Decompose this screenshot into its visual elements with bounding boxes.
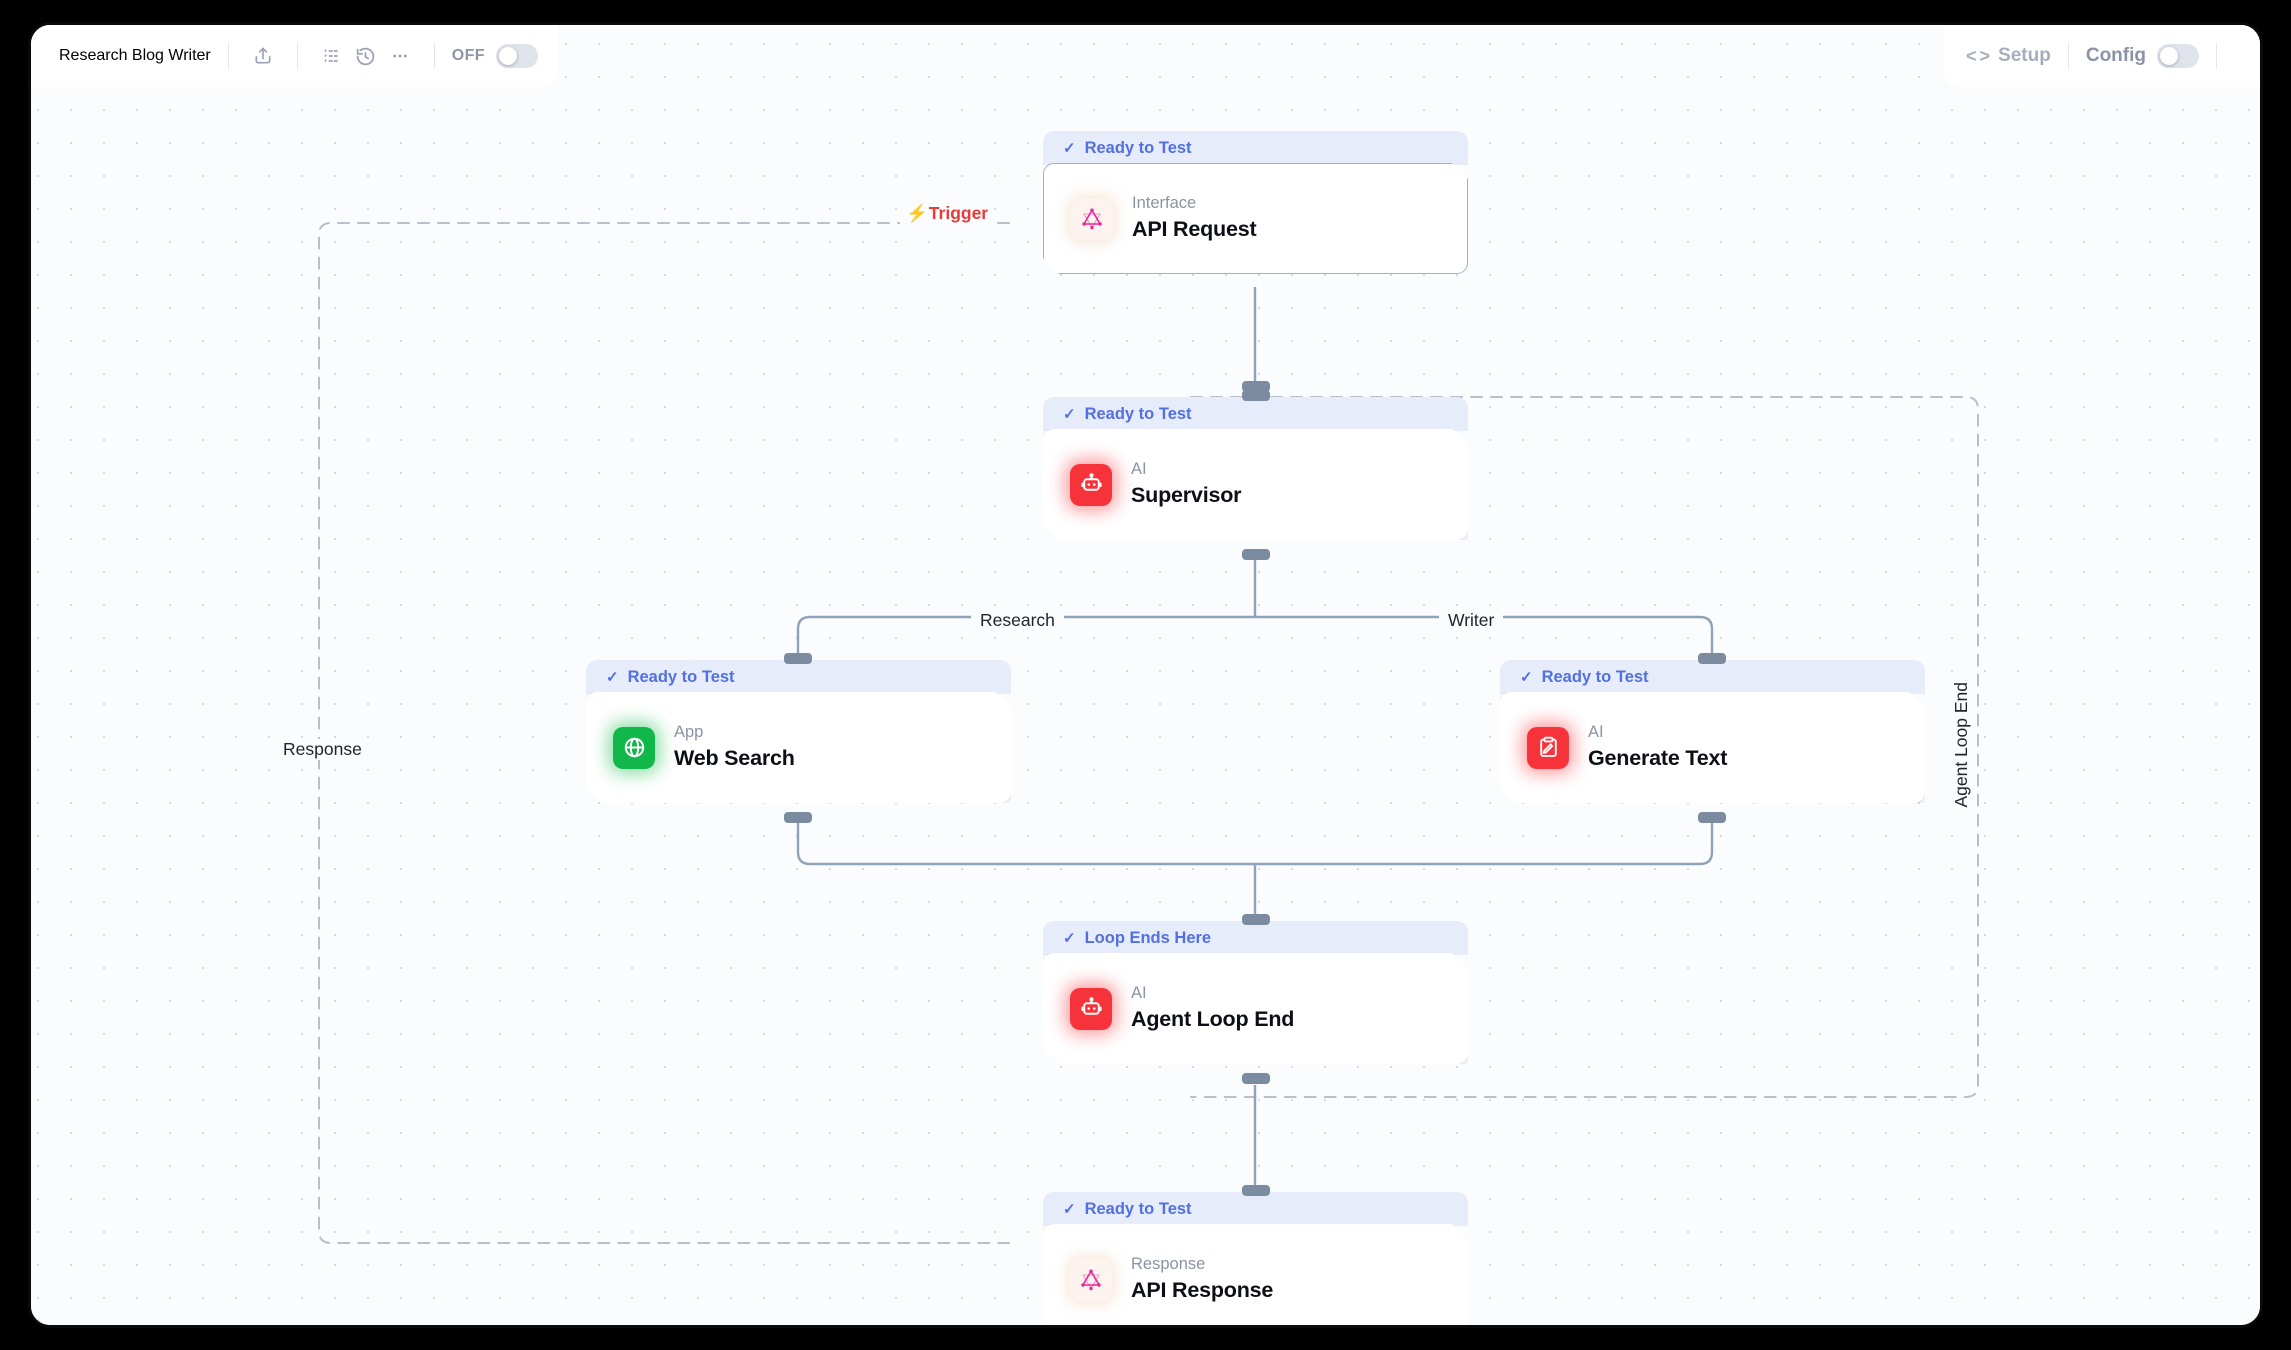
page-title: Research Blog Writer	[59, 47, 211, 64]
toolbar-divider-2	[296, 43, 298, 69]
node-status-badge: ✓ Ready to Test	[1043, 397, 1468, 431]
graphql-icon	[1070, 1259, 1112, 1301]
node-input-handle[interactable]	[1242, 1185, 1270, 1196]
branch-label-writer: Writer	[1439, 610, 1504, 631]
node-status-badge: ✓ Ready to Test	[1500, 660, 1925, 694]
node-status-badge: ✓ Ready to Test	[586, 660, 1011, 694]
node-kind: AI	[1131, 460, 1147, 479]
toolbar-divider	[227, 43, 229, 69]
toolbar-divider-3	[433, 43, 435, 69]
trigger-label: ⚡ Trigger	[900, 203, 995, 224]
node-web-search[interactable]: ✓ Ready to Test App Web Search	[586, 653, 1011, 823]
code-brackets-icon: < >	[1966, 45, 1990, 66]
node-generate-text[interactable]: ✓ Ready to Test AI Generate Text	[1500, 653, 1925, 823]
node-status-text: Loop Ends Here	[1084, 928, 1212, 947]
node-output-handle[interactable]	[1698, 812, 1726, 823]
node-output-handle[interactable]	[1242, 1073, 1270, 1084]
node-status-badge: ✓ Ready to Test	[1043, 1192, 1468, 1226]
node-input-handle[interactable]	[1698, 653, 1726, 664]
loop-dashed-agent-path	[1190, 396, 1979, 1098]
toolbar-divider-5	[2216, 43, 2217, 69]
wire-branch-bar	[796, 615, 811, 659]
node-input-handle[interactable]	[784, 653, 812, 664]
loop-label-agent-loop-end: Agent Loop End	[1951, 673, 1972, 817]
loop-label-response: Response	[274, 739, 371, 760]
node-output-handle[interactable]	[1242, 549, 1270, 560]
lightning-icon: ⚡	[906, 203, 928, 223]
node-status-text: Ready to Test	[1541, 667, 1649, 686]
node-kind: AI	[1131, 984, 1147, 1003]
wire-branch-bar-right	[1699, 615, 1714, 659]
node-title: Web Search	[674, 745, 795, 770]
history-icon[interactable]	[349, 39, 383, 73]
node-agent-loop-end[interactable]: ✓ Loop Ends Here AI Agent Loop End	[1043, 914, 1468, 1084]
toolbar-left-group: Research Blog Writer	[31, 25, 558, 87]
power-toggle[interactable]	[495, 44, 538, 68]
node-status-badge: ✓ Loop Ends Here	[1043, 921, 1468, 955]
setup-button[interactable]: < > Setup	[1966, 45, 2051, 67]
toolbar-right-group: < > Setup Config	[1944, 25, 2260, 87]
workflow-window: Research Blog Writer	[28, 22, 2263, 1328]
robot-icon	[1070, 464, 1112, 506]
node-api-response[interactable]: ✓ Ready to Test Response API Response	[1043, 1185, 1468, 1328]
check-icon: ✓	[1063, 405, 1076, 423]
wire-web-search-to-merge	[796, 822, 1714, 866]
connection-layer	[318, 222, 1979, 1244]
node-title: Agent Loop End	[1131, 1006, 1295, 1031]
node-body[interactable]: App Web Search	[586, 692, 1011, 803]
loop-dashed-response-path	[318, 222, 1010, 1244]
config-toggle-label: Config	[2085, 45, 2146, 66]
robot-icon	[1070, 988, 1112, 1030]
node-output-handle[interactable]	[1242, 381, 1270, 392]
toolbar: Research Blog Writer	[31, 25, 2260, 87]
node-body[interactable]: Response API Response	[1043, 1224, 1468, 1328]
node-status-text: Ready to Test	[627, 667, 735, 686]
globe-icon	[613, 727, 655, 769]
trigger-label-text: Trigger	[928, 203, 989, 223]
more-icon[interactable]	[383, 39, 417, 73]
setup-button-label: Setup	[1998, 45, 2051, 66]
node-status-text: Ready to Test	[1084, 1199, 1192, 1218]
check-icon: ✓	[1063, 929, 1076, 947]
node-body[interactable]: AI Agent Loop End	[1043, 953, 1468, 1064]
branch-label-research: Research	[971, 610, 1064, 631]
node-title: Generate Text	[1588, 745, 1728, 770]
node-title: Supervisor	[1131, 482, 1242, 507]
share-icon[interactable]	[246, 39, 280, 73]
check-icon: ✓	[606, 668, 619, 686]
node-api-request[interactable]: ✓ Ready to Test Interface API Request	[1043, 131, 1468, 392]
node-title: API Request	[1132, 216, 1257, 241]
node-kind: Response	[1131, 1255, 1206, 1274]
config-toggle[interactable]	[2157, 44, 2199, 68]
node-title: API Response	[1131, 1277, 1274, 1302]
check-icon: ✓	[1520, 668, 1533, 686]
node-body[interactable]: AI Generate Text	[1500, 692, 1925, 803]
node-status-text: Ready to Test	[1084, 138, 1192, 157]
node-status-badge: ✓ Ready to Test	[1043, 131, 1468, 165]
list-icon[interactable]	[315, 39, 349, 73]
power-toggle-label: OFF	[451, 47, 485, 64]
toolbar-divider-4	[2067, 43, 2069, 69]
graphql-icon	[1071, 198, 1113, 240]
node-status-text: Ready to Test	[1084, 404, 1192, 423]
node-input-handle[interactable]	[1242, 914, 1270, 925]
node-supervisor[interactable]: ✓ Ready to Test AI Supervisor	[1043, 390, 1468, 560]
node-input-handle[interactable]	[1242, 390, 1270, 401]
check-icon: ✓	[1063, 1200, 1076, 1218]
node-kind: AI	[1588, 723, 1604, 742]
node-body[interactable]: AI Supervisor	[1043, 429, 1468, 540]
node-output-handle[interactable]	[784, 812, 812, 823]
clipboard-pencil-icon	[1527, 727, 1569, 769]
node-body[interactable]: Interface API Request	[1043, 163, 1468, 274]
check-icon: ✓	[1063, 139, 1076, 157]
node-kind: Interface	[1132, 194, 1197, 213]
node-kind: App	[674, 723, 704, 742]
